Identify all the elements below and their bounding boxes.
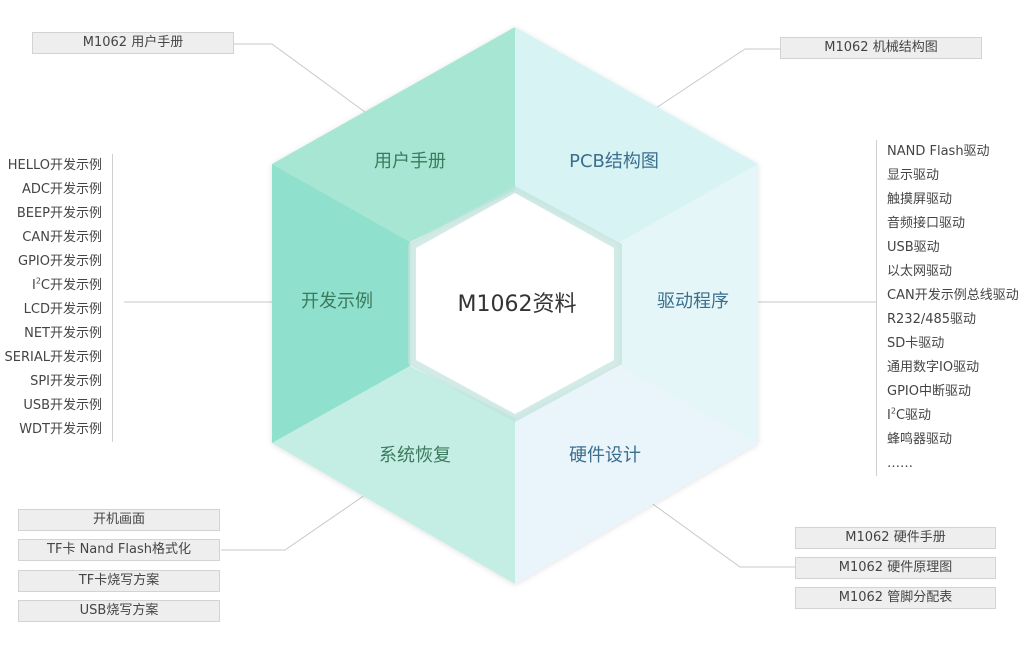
connector-recovery	[221, 494, 366, 551]
recovery-format-link[interactable]: TF卡 Nand Flash格式化	[18, 539, 220, 561]
dev-example-item[interactable]: ADC开发示例	[5, 178, 102, 202]
dev-example-item[interactable]: SERIAL开发示例	[5, 346, 102, 370]
driver-item[interactable]: CAN开发示例总线驱动	[887, 284, 1019, 308]
driver-item[interactable]: I2C驱动	[887, 404, 1019, 428]
driver-item[interactable]: 通用数字IO驱动	[887, 356, 1019, 380]
mechanical-drawing-link[interactable]: M1062 机械结构图	[780, 37, 982, 59]
dev-example-item[interactable]: GPIO开发示例	[5, 250, 102, 274]
dev-example-item-sup: 2	[35, 276, 41, 286]
driver-item[interactable]: 音频接口驱动	[887, 212, 1019, 236]
driver-item-label: 蜂鸣器驱动	[887, 432, 953, 447]
driver-item-label: 显示驱动	[887, 168, 940, 183]
connector-hardware	[649, 501, 795, 568]
driver-item[interactable]: 以太网驱动	[887, 260, 1019, 284]
segment-drivers[interactable]	[620, 164, 758, 443]
driver-item[interactable]: 显示驱动	[887, 164, 1019, 188]
dev-example-item[interactable]: HELLO开发示例	[5, 154, 102, 178]
dev-examples-list: HELLO开发示例 ADC开发示例 BEEP开发示例 CAN开发示例 GPIO开发示例 I…	[5, 154, 113, 442]
driver-item[interactable]: NAND Flash驱动	[887, 140, 1019, 164]
dev-example-item-label: I	[31, 278, 36, 293]
center-hexagon[interactable]	[416, 193, 614, 414]
driver-item[interactable]: 蜂鸣器驱动	[887, 428, 1019, 452]
center-title: M1062资料	[457, 292, 577, 317]
driver-item-label: SD卡驱动	[887, 336, 945, 351]
segment-dev-examples[interactable]	[272, 164, 410, 443]
driver-item-label: USB驱动	[887, 240, 940, 255]
driver-item[interactable]: ……	[887, 452, 1019, 476]
dev-example-item[interactable]: I2C开发示例	[5, 274, 102, 298]
driver-item-label: GPIO中断驱动	[887, 384, 971, 399]
connector-user-manual	[233, 43, 366, 113]
driver-item-sup: 2	[890, 406, 896, 416]
hardware-manual-link[interactable]: M1062 硬件手册	[795, 527, 996, 549]
driver-item-label: I	[887, 408, 891, 423]
dev-example-item-label: NET开发示例	[24, 326, 102, 341]
driver-item-label: R232/485驱动	[887, 312, 977, 327]
dev-example-item[interactable]: NET开发示例	[5, 322, 102, 346]
dev-example-item-label-suffix: C开发示例	[40, 278, 102, 293]
dev-example-item-label: GPIO开发示例	[18, 254, 102, 269]
driver-item-label-suffix: C驱动	[895, 408, 932, 423]
dev-example-item-label: HELLO开发示例	[7, 158, 102, 173]
driver-item-label: 通用数字IO驱动	[887, 360, 980, 375]
dev-example-item-label: ADC开发示例	[22, 182, 102, 197]
hardware-schematic-link[interactable]: M1062 硬件原理图	[795, 557, 996, 579]
connector-pcb	[649, 48, 780, 113]
driver-item-label: 音频接口驱动	[887, 216, 966, 231]
driver-item[interactable]: GPIO中断驱动	[887, 380, 1019, 404]
dev-example-item-label: CAN开发示例	[22, 230, 102, 245]
dev-example-item[interactable]: WDT开发示例	[5, 418, 102, 442]
driver-item-label: 以太网驱动	[887, 264, 953, 279]
recovery-usb-flash-link[interactable]: USB烧写方案	[18, 600, 220, 622]
drivers-list: NAND Flash驱动显示驱动触摸屏驱动音频接口驱动 USB驱动以太网驱动 CAN…	[876, 140, 1019, 476]
segment-label-hardware-design[interactable]: 硬件设计	[569, 445, 641, 466]
driver-item[interactable]: USB驱动	[887, 236, 1019, 260]
segment-label-user-manual[interactable]: 用户手册	[374, 151, 446, 172]
driver-item[interactable]: SD卡驱动	[887, 332, 1019, 356]
driver-item-label: 触摸屏驱动	[887, 192, 953, 207]
user-manual-doc-link[interactable]: M1062 用户手册	[32, 32, 234, 54]
dev-example-item[interactable]: SPI开发示例	[5, 370, 102, 394]
dev-example-item[interactable]: CAN开发示例	[5, 226, 102, 250]
hardware-pinout-link[interactable]: M1062 管脚分配表	[795, 587, 996, 609]
driver-item-label: CAN开发示例总线驱动	[887, 288, 1019, 303]
dev-example-item-label: USB开发示例	[23, 398, 102, 413]
segment-hardware-design[interactable]	[515, 366, 758, 584]
dev-example-item-label: SERIAL开发示例	[4, 350, 102, 365]
segment-system-recovery[interactable]	[272, 366, 515, 584]
segment-label-dev-examples[interactable]: 开发示例	[301, 291, 373, 312]
segment-label-system-recovery[interactable]: 系统恢复	[379, 445, 451, 466]
segment-user-manual[interactable]	[272, 27, 515, 242]
segment-label-drivers[interactable]: 驱动程序	[657, 291, 729, 312]
dev-example-item[interactable]: USB开发示例	[5, 394, 102, 418]
recovery-boot-screen-link[interactable]: 开机画面	[18, 509, 220, 531]
recovery-tf-flash-link[interactable]: TF卡烧写方案	[18, 570, 220, 592]
dev-example-item-label: SPI开发示例	[30, 374, 102, 389]
hexagon	[272, 27, 758, 584]
connector-lines	[124, 43, 876, 568]
dev-example-item[interactable]: LCD开发示例	[5, 298, 102, 322]
dev-example-item-label: WDT开发示例	[19, 422, 102, 437]
dev-example-item[interactable]: BEEP开发示例	[5, 202, 102, 226]
segment-pcb[interactable]	[515, 27, 758, 242]
dev-example-item-label: LCD开发示例	[23, 302, 102, 317]
driver-item-label: NAND Flash驱动	[887, 144, 990, 159]
driver-item-label: ……	[887, 456, 913, 471]
driver-item[interactable]: 触摸屏驱动	[887, 188, 1019, 212]
segment-label-pcb[interactable]: PCB结构图	[569, 151, 659, 172]
dev-example-item-label: BEEP开发示例	[16, 206, 102, 221]
driver-item[interactable]: R232/485驱动	[887, 308, 1019, 332]
